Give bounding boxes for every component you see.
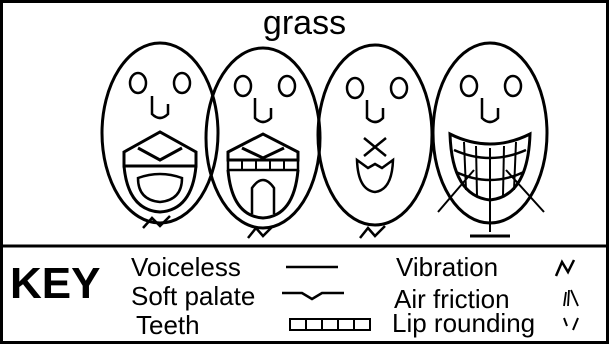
right-eye <box>391 78 407 98</box>
tongue-tip <box>252 180 274 214</box>
soft-palate-symbol <box>282 293 344 299</box>
left-eye <box>461 76 477 96</box>
nose <box>152 96 168 118</box>
key-voiceless-label: Voiceless <box>131 254 241 280</box>
jaw <box>357 160 393 192</box>
nose <box>367 100 383 122</box>
left-eye <box>347 78 363 98</box>
key-soft-palate-label: Soft palate <box>131 283 255 309</box>
tongue <box>138 174 182 202</box>
face-4 <box>433 43 547 236</box>
face-1 <box>102 43 218 228</box>
left-eye <box>130 73 146 93</box>
right-eye <box>174 73 190 93</box>
diagram-title: grass <box>0 6 609 40</box>
left-eye <box>235 76 251 96</box>
face-outline <box>206 48 320 228</box>
key-lip-rounding-label: Lip rounding <box>392 310 535 336</box>
nose <box>255 98 271 122</box>
right-eye <box>505 76 521 96</box>
teeth-symbol <box>290 319 370 330</box>
mouth-lower <box>228 170 298 218</box>
mouth-upper <box>228 134 298 160</box>
face-2 <box>206 48 320 238</box>
soft-palate-marker <box>242 148 284 158</box>
key-vibration-label: Vibration <box>396 254 498 280</box>
key-heading: KEY <box>10 262 100 306</box>
vibration-mark <box>360 226 385 238</box>
face-3 <box>318 45 432 238</box>
lip-rounding-symbol <box>564 318 578 330</box>
mouth-open <box>364 138 386 156</box>
vibration-symbol <box>556 260 574 276</box>
nose <box>482 98 498 122</box>
key-teeth-label: Teeth <box>136 312 200 338</box>
air-friction-symbol <box>564 290 578 306</box>
right-eye <box>279 76 295 96</box>
soft-palate-marker <box>138 148 182 160</box>
face-outline <box>318 45 432 225</box>
